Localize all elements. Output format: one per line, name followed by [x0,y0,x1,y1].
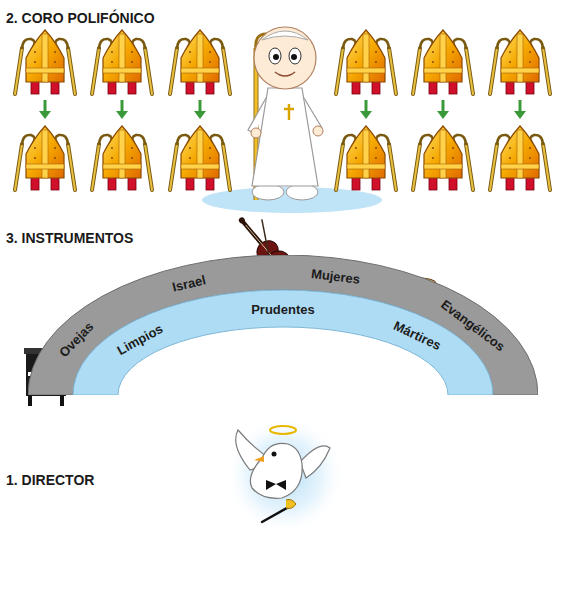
section-heading: 2. CORO POLIFÓNICO [6,10,155,26]
band-word: Prudentes [251,302,315,317]
band-outline [28,255,538,395]
band-outline [73,290,493,395]
section-heading: 1. DIRECTOR [6,472,94,488]
section-heading: 3. INSTRUMENTOS [6,230,133,246]
